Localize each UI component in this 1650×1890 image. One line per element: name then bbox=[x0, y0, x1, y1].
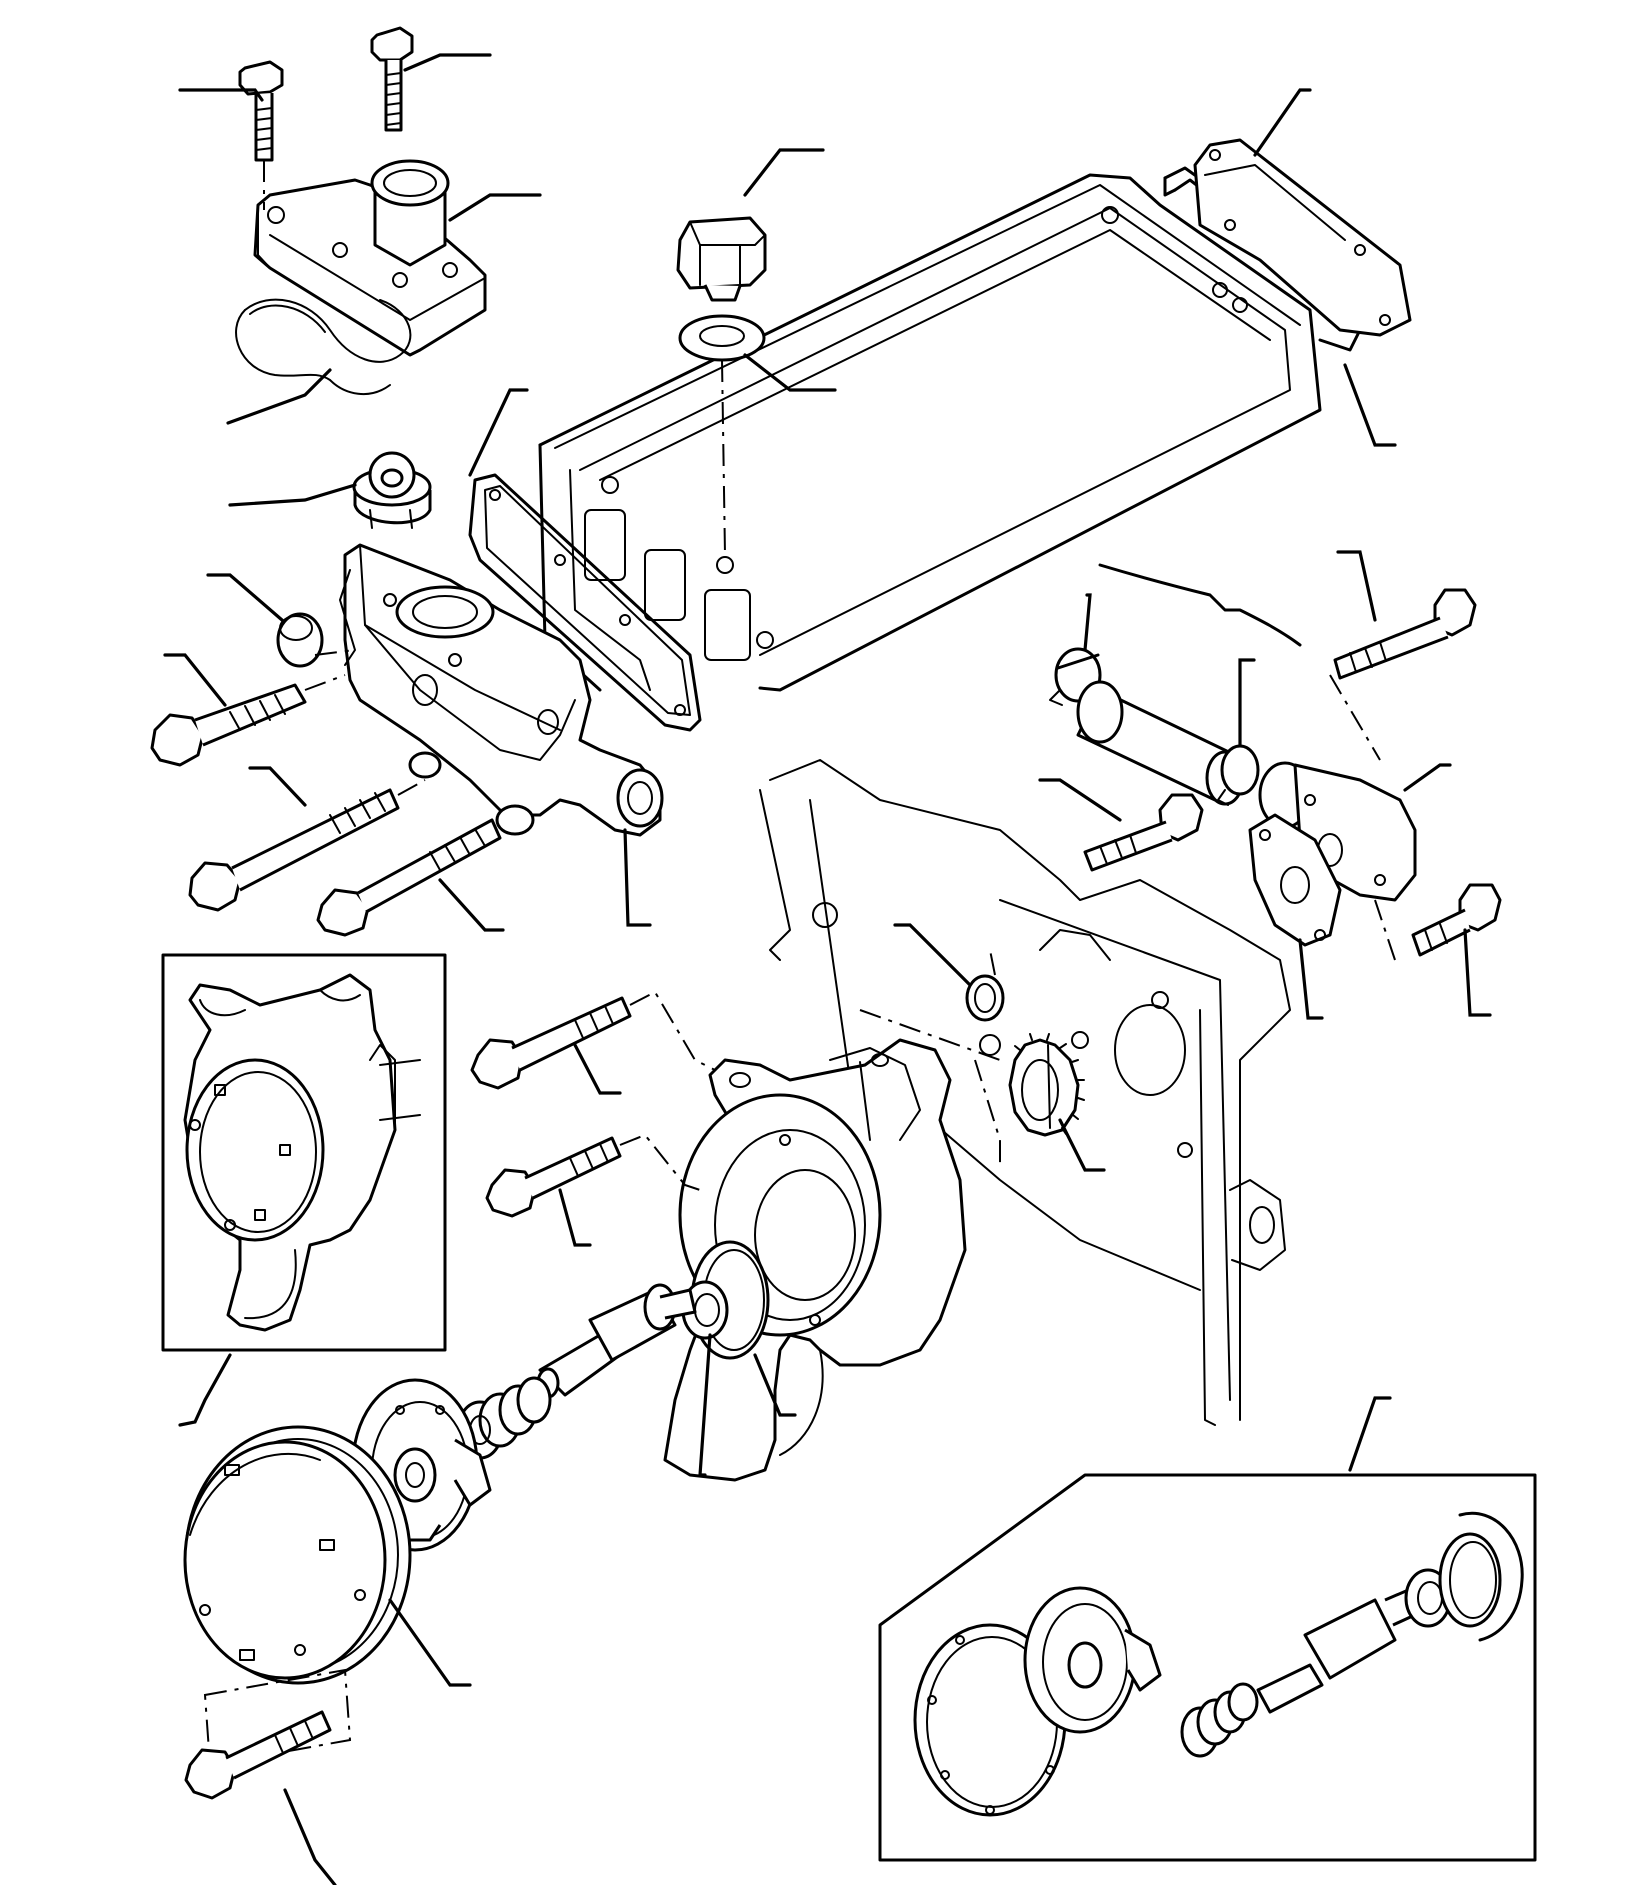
elbow-gasket bbox=[1248, 813, 1342, 947]
inset-repair-kit bbox=[878, 1473, 1537, 1862]
filler-cap-seal bbox=[678, 314, 766, 556]
housing-bolt-3 bbox=[316, 818, 502, 937]
pump-back-plate bbox=[183, 1425, 412, 1767]
water-housing-gasket bbox=[468, 473, 702, 732]
housing-mid-bolt bbox=[1083, 793, 1204, 872]
elbow-bolt-upper bbox=[1329, 588, 1477, 761]
elbow-bolt-lower bbox=[1374, 883, 1502, 961]
housing-bolt-2 bbox=[188, 779, 426, 912]
outlet-housing-cover bbox=[253, 159, 487, 357]
pump-bolt-bottom bbox=[184, 1710, 332, 1800]
bypass-hose bbox=[1076, 680, 1245, 806]
bolt-top-left bbox=[238, 60, 284, 210]
cover-plate bbox=[1193, 138, 1412, 337]
bolt-top-right bbox=[370, 26, 414, 132]
timing-housing bbox=[759, 759, 1291, 1426]
small-o-ring bbox=[965, 949, 1005, 1022]
thermostat-housing bbox=[339, 543, 664, 837]
inset-assembled-pump bbox=[161, 953, 447, 1352]
assembly-bracket bbox=[1098, 563, 1302, 647]
outlet-housing-gasket bbox=[235, 298, 412, 396]
pump-bolt-upper bbox=[470, 990, 716, 1090]
thermostat bbox=[352, 451, 432, 529]
water-pump-body bbox=[663, 1038, 1001, 1482]
cylinder-head-block bbox=[538, 173, 1322, 692]
housing-plug bbox=[276, 612, 356, 668]
housing-bolt-1 bbox=[150, 674, 346, 767]
callout-leaders bbox=[163, 53, 1492, 1887]
oil-filler-cap bbox=[676, 216, 767, 302]
drive-gear bbox=[1008, 1033, 1085, 1137]
mechanical-seal bbox=[456, 1376, 552, 1460]
pump-bolt-lower bbox=[485, 1133, 701, 1218]
